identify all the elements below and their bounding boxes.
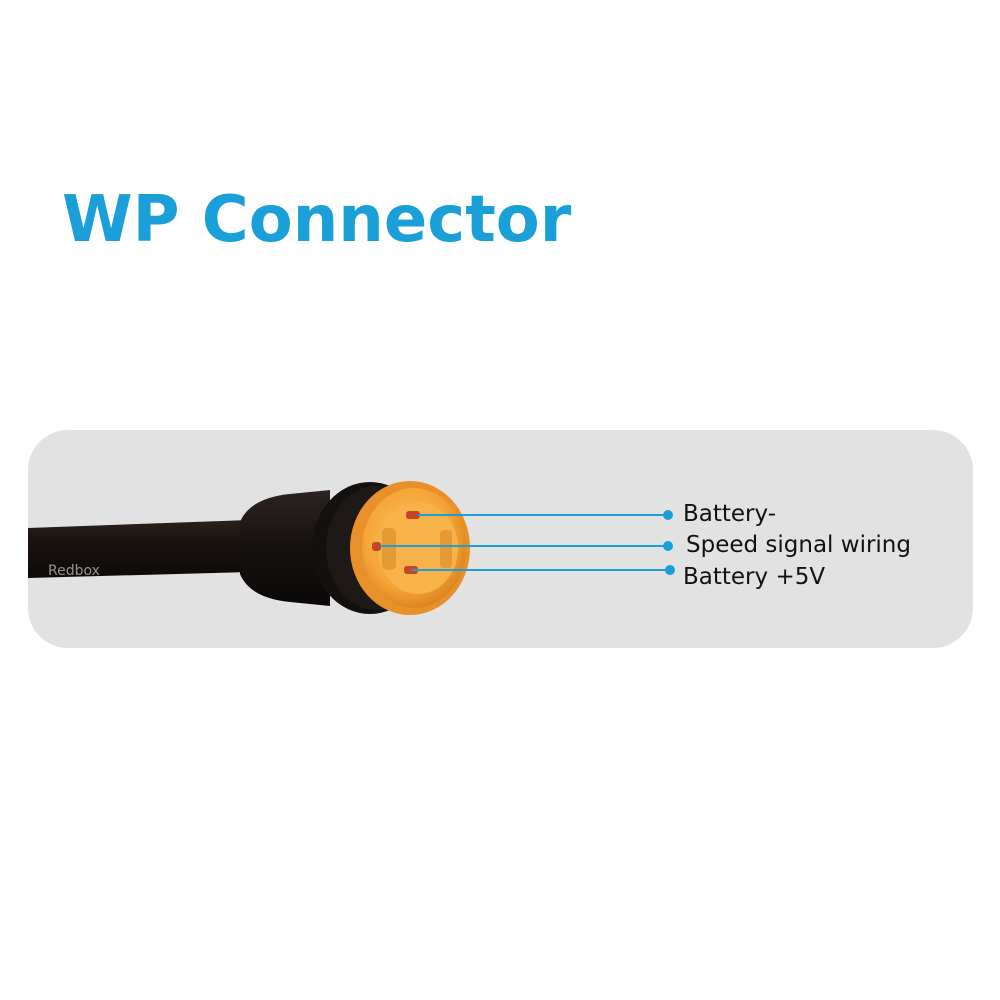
pin-label-battery-negative: Battery- [683, 501, 777, 527]
connector-boot [240, 490, 330, 606]
leader-battery-positive-dot [665, 565, 675, 575]
cable [28, 520, 250, 578]
leader-speed-signal-dot [663, 541, 673, 551]
watermark: Redbox [48, 563, 100, 579]
page-title: WP Connector [62, 183, 572, 257]
pin-contacts [372, 511, 420, 574]
leader-lines [380, 510, 675, 575]
pin-label-battery-positive: Battery +5V [683, 564, 826, 590]
leader-battery-negative-dot [663, 510, 673, 520]
pin-label-speed-signal: Speed signal wiring [686, 532, 911, 558]
